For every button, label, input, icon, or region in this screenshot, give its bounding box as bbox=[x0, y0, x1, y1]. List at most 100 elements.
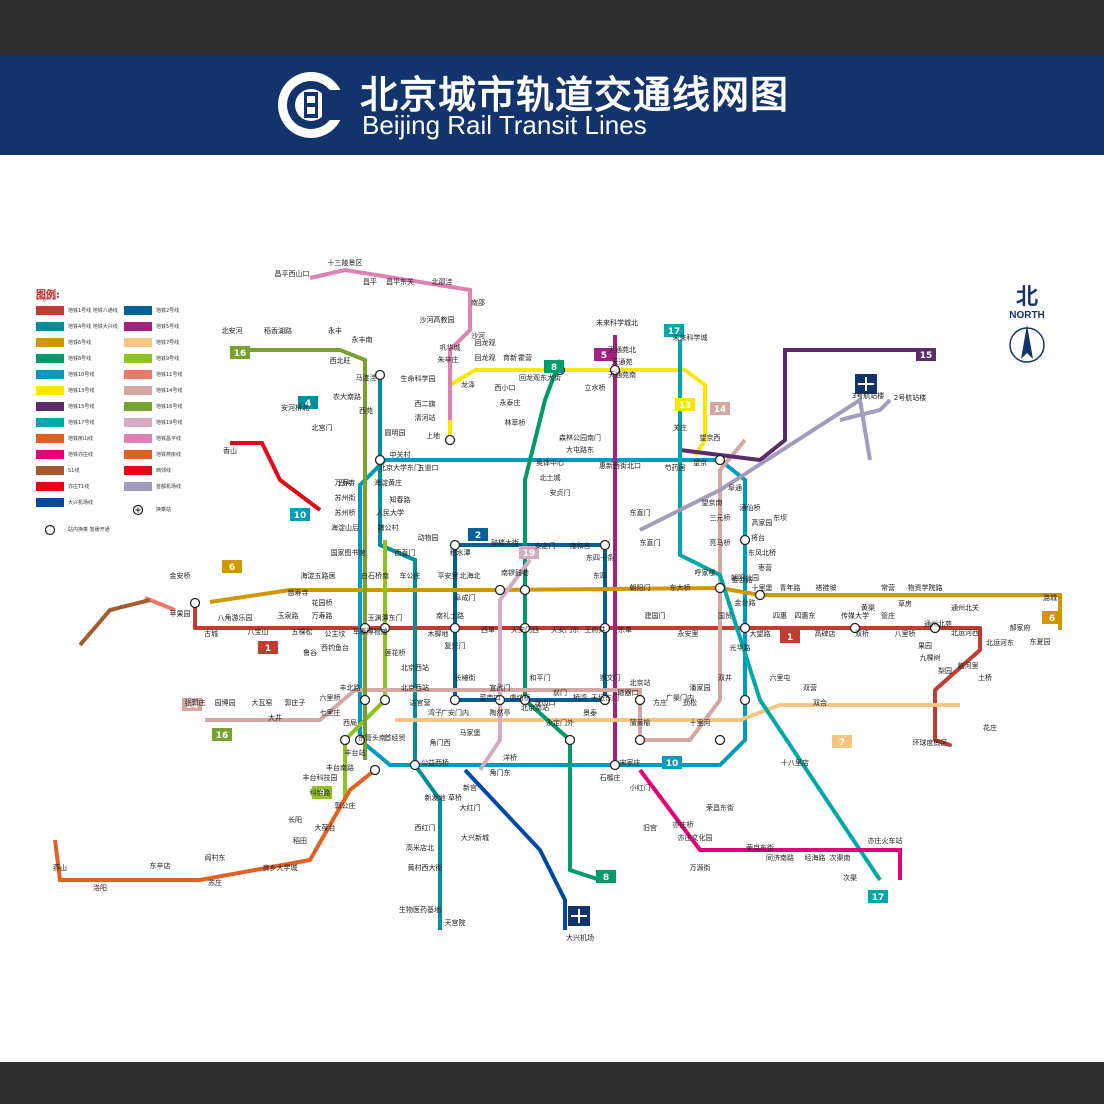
yizhuang-line-path bbox=[638, 768, 902, 880]
station-label-gaobeidian: 高碑店 bbox=[815, 629, 836, 638]
legend-item-label: 地铁昌平线 bbox=[156, 436, 182, 442]
line-10-path bbox=[358, 458, 747, 767]
airport-icon-daxing bbox=[568, 906, 590, 926]
line-badge-4: 4 bbox=[298, 396, 318, 409]
station-label-weilaikexuechengnan: 未来科学城 bbox=[673, 333, 708, 342]
header-banner bbox=[0, 55, 1104, 155]
transfer-station bbox=[519, 694, 531, 706]
station-label-haidianwuluju: 海淀五路居 bbox=[301, 571, 336, 580]
station-label-caofang: 草房 bbox=[898, 599, 912, 608]
station-label-qingnianlu: 青年路 bbox=[780, 583, 801, 592]
legend-item-label: 地铁2号线 bbox=[156, 308, 180, 314]
line-17-path bbox=[678, 340, 882, 882]
station-label-wanyuanjie: 万源街 bbox=[690, 863, 711, 872]
line-badge-10: 10 bbox=[290, 508, 310, 521]
transfer-station bbox=[849, 622, 861, 634]
legend-item-label: 地铁17号线 bbox=[68, 420, 95, 426]
transfer-station bbox=[444, 434, 456, 446]
station-label-caoqiao: 草桥 bbox=[448, 793, 462, 802]
legend-swatch bbox=[36, 354, 64, 363]
station-label-tiantongyuannan: 天通苑南 bbox=[608, 370, 636, 379]
legend-item-label: 地铁燕房线 bbox=[156, 452, 182, 458]
transfer-station bbox=[359, 694, 371, 706]
station-label-dahongmen: 大红门 bbox=[460, 803, 481, 812]
transfer-station bbox=[929, 622, 941, 634]
bottom-dark-bar bbox=[0, 1062, 1104, 1104]
transfer-station bbox=[599, 539, 611, 551]
station-label-dongdaqiao: 东大桥 bbox=[670, 583, 691, 592]
station-label-tuqiao: 土桥 bbox=[978, 673, 992, 682]
station-label-fuchengmen: 阜成门 bbox=[455, 593, 476, 602]
station-label-jiuxianqiao: 酒仙桥 bbox=[740, 503, 761, 512]
line-13-path bbox=[448, 368, 707, 457]
station-label-renmindaxue: 人民大学 bbox=[376, 508, 404, 517]
transfer-station bbox=[599, 694, 611, 706]
legend-item-label: 西郊线 bbox=[156, 468, 172, 474]
legend-item-label: 地铁7号线 bbox=[156, 340, 180, 346]
station-label-anhe: 安河桥北 bbox=[281, 403, 309, 412]
station-label-yuanmingyuan: 圆明园 bbox=[385, 429, 406, 437]
station-label-liangmaqiao: 亮马桥 bbox=[710, 538, 731, 547]
legend-item-label: 首都机场线 bbox=[156, 484, 182, 490]
transfer-station bbox=[739, 694, 751, 706]
station-label-jintailu: 金台路 bbox=[735, 598, 756, 607]
station-label-guoyuan: 果园 bbox=[918, 642, 932, 650]
station-label-shuangjing: 双井 bbox=[718, 673, 732, 682]
station-label-dongguantou: 东管头南 bbox=[358, 733, 386, 742]
station-label-huoying: 霍营 bbox=[518, 353, 532, 362]
station-label-beijingnan: 北京南站 bbox=[521, 703, 549, 712]
station-label-haidianhuangzhuang: 海淀黄庄 bbox=[374, 478, 402, 487]
station-label-haojiafu: 郝家府 bbox=[1010, 623, 1031, 632]
transfer-station bbox=[449, 622, 461, 634]
station-label-shuangqiao2: 十八里店 bbox=[781, 758, 809, 767]
station-label-gucheng: 古城 bbox=[204, 629, 218, 638]
station-label-datunlu: 大屯路东 bbox=[566, 445, 594, 454]
s1-line-path bbox=[78, 598, 151, 647]
svg-text:17: 17 bbox=[872, 893, 885, 903]
legend-station-label: 站内换乘 暂缓开通 bbox=[68, 527, 110, 533]
station-label-suzhuang: 苏庄 bbox=[208, 878, 222, 887]
station-label-jiukeshu: 九棵树 bbox=[920, 653, 941, 662]
station-labels: 十三陵景区昌平西山口昌平昌平东关北邵洼南邵沙河高教园沙河巩华城朱辛庄生命科学园西… bbox=[53, 258, 1057, 942]
station-label-jintaixizhao: 金台路 bbox=[732, 575, 753, 584]
station-label-beijingxizhan: 北京西站 bbox=[401, 663, 429, 672]
station-label-futong: 阜通 bbox=[728, 483, 742, 492]
station-label-guogongzhuang: 郭公庄 bbox=[335, 801, 356, 810]
station-label-beijingxinanzhan: 北京西站 bbox=[401, 683, 429, 692]
station-label-yuanboyuan: 园博园 bbox=[215, 698, 236, 707]
legend-swatch bbox=[36, 434, 64, 443]
station-label-huijie: 回龙观 bbox=[475, 338, 496, 347]
station-label-yangqiao: 洋桥 bbox=[503, 753, 517, 762]
station-label-zhangguozhuang: 张郭庄 bbox=[185, 698, 206, 707]
station-label-yongfengnan: 永丰南 bbox=[352, 335, 373, 344]
station-label-fuxingmen: 复兴门 bbox=[445, 641, 466, 650]
transfer-station bbox=[609, 364, 621, 376]
station-label-fengtainanlu: 丰台南路 bbox=[326, 763, 354, 772]
station-label-huanqiudujiaqu: 环球度假区 bbox=[913, 738, 948, 747]
transfer-station bbox=[634, 694, 646, 706]
station-label-shoujingmao: 首经贸 bbox=[385, 733, 406, 742]
station-label-xierqi: 西二旗 bbox=[415, 399, 436, 408]
legend-swatch bbox=[36, 370, 64, 379]
station-label-tiantan: 天坛东门 bbox=[591, 693, 619, 702]
station-label-caishikou: 菜市口 bbox=[480, 693, 501, 702]
station-label-linketadao: 林萃桥 bbox=[505, 418, 526, 427]
line-15-path bbox=[679, 348, 930, 463]
station-label-xixiaokou: 西小口 bbox=[495, 383, 516, 392]
legend-swatch bbox=[36, 498, 64, 507]
transfer-station bbox=[354, 734, 366, 746]
line-badge-14-west: 14 bbox=[182, 698, 202, 711]
station-label-shuangqiao: 双桥 bbox=[855, 629, 869, 638]
station-label-nongdananlu: 农大南路 bbox=[333, 392, 361, 401]
legend-swatch bbox=[124, 434, 152, 443]
station-label-shiliuzhuang: 石榴庄 bbox=[600, 773, 621, 782]
legend-swatch bbox=[124, 402, 152, 411]
station-label-beihaibei: 北海北 bbox=[460, 571, 481, 580]
station-label-sihuidong: 四惠东 bbox=[795, 611, 816, 620]
station-label-rongchangdongjie: 荣昌东街 bbox=[706, 803, 734, 812]
station-label-shuangying: 双营 bbox=[803, 683, 817, 692]
legend-item-label: 地铁1号线 地铁八通线 bbox=[68, 308, 118, 314]
line-badge-1-east: 1 bbox=[780, 630, 800, 643]
station-label-guanzhuang: 管庄 bbox=[881, 611, 895, 620]
line-badge-8: 8 bbox=[544, 360, 564, 373]
